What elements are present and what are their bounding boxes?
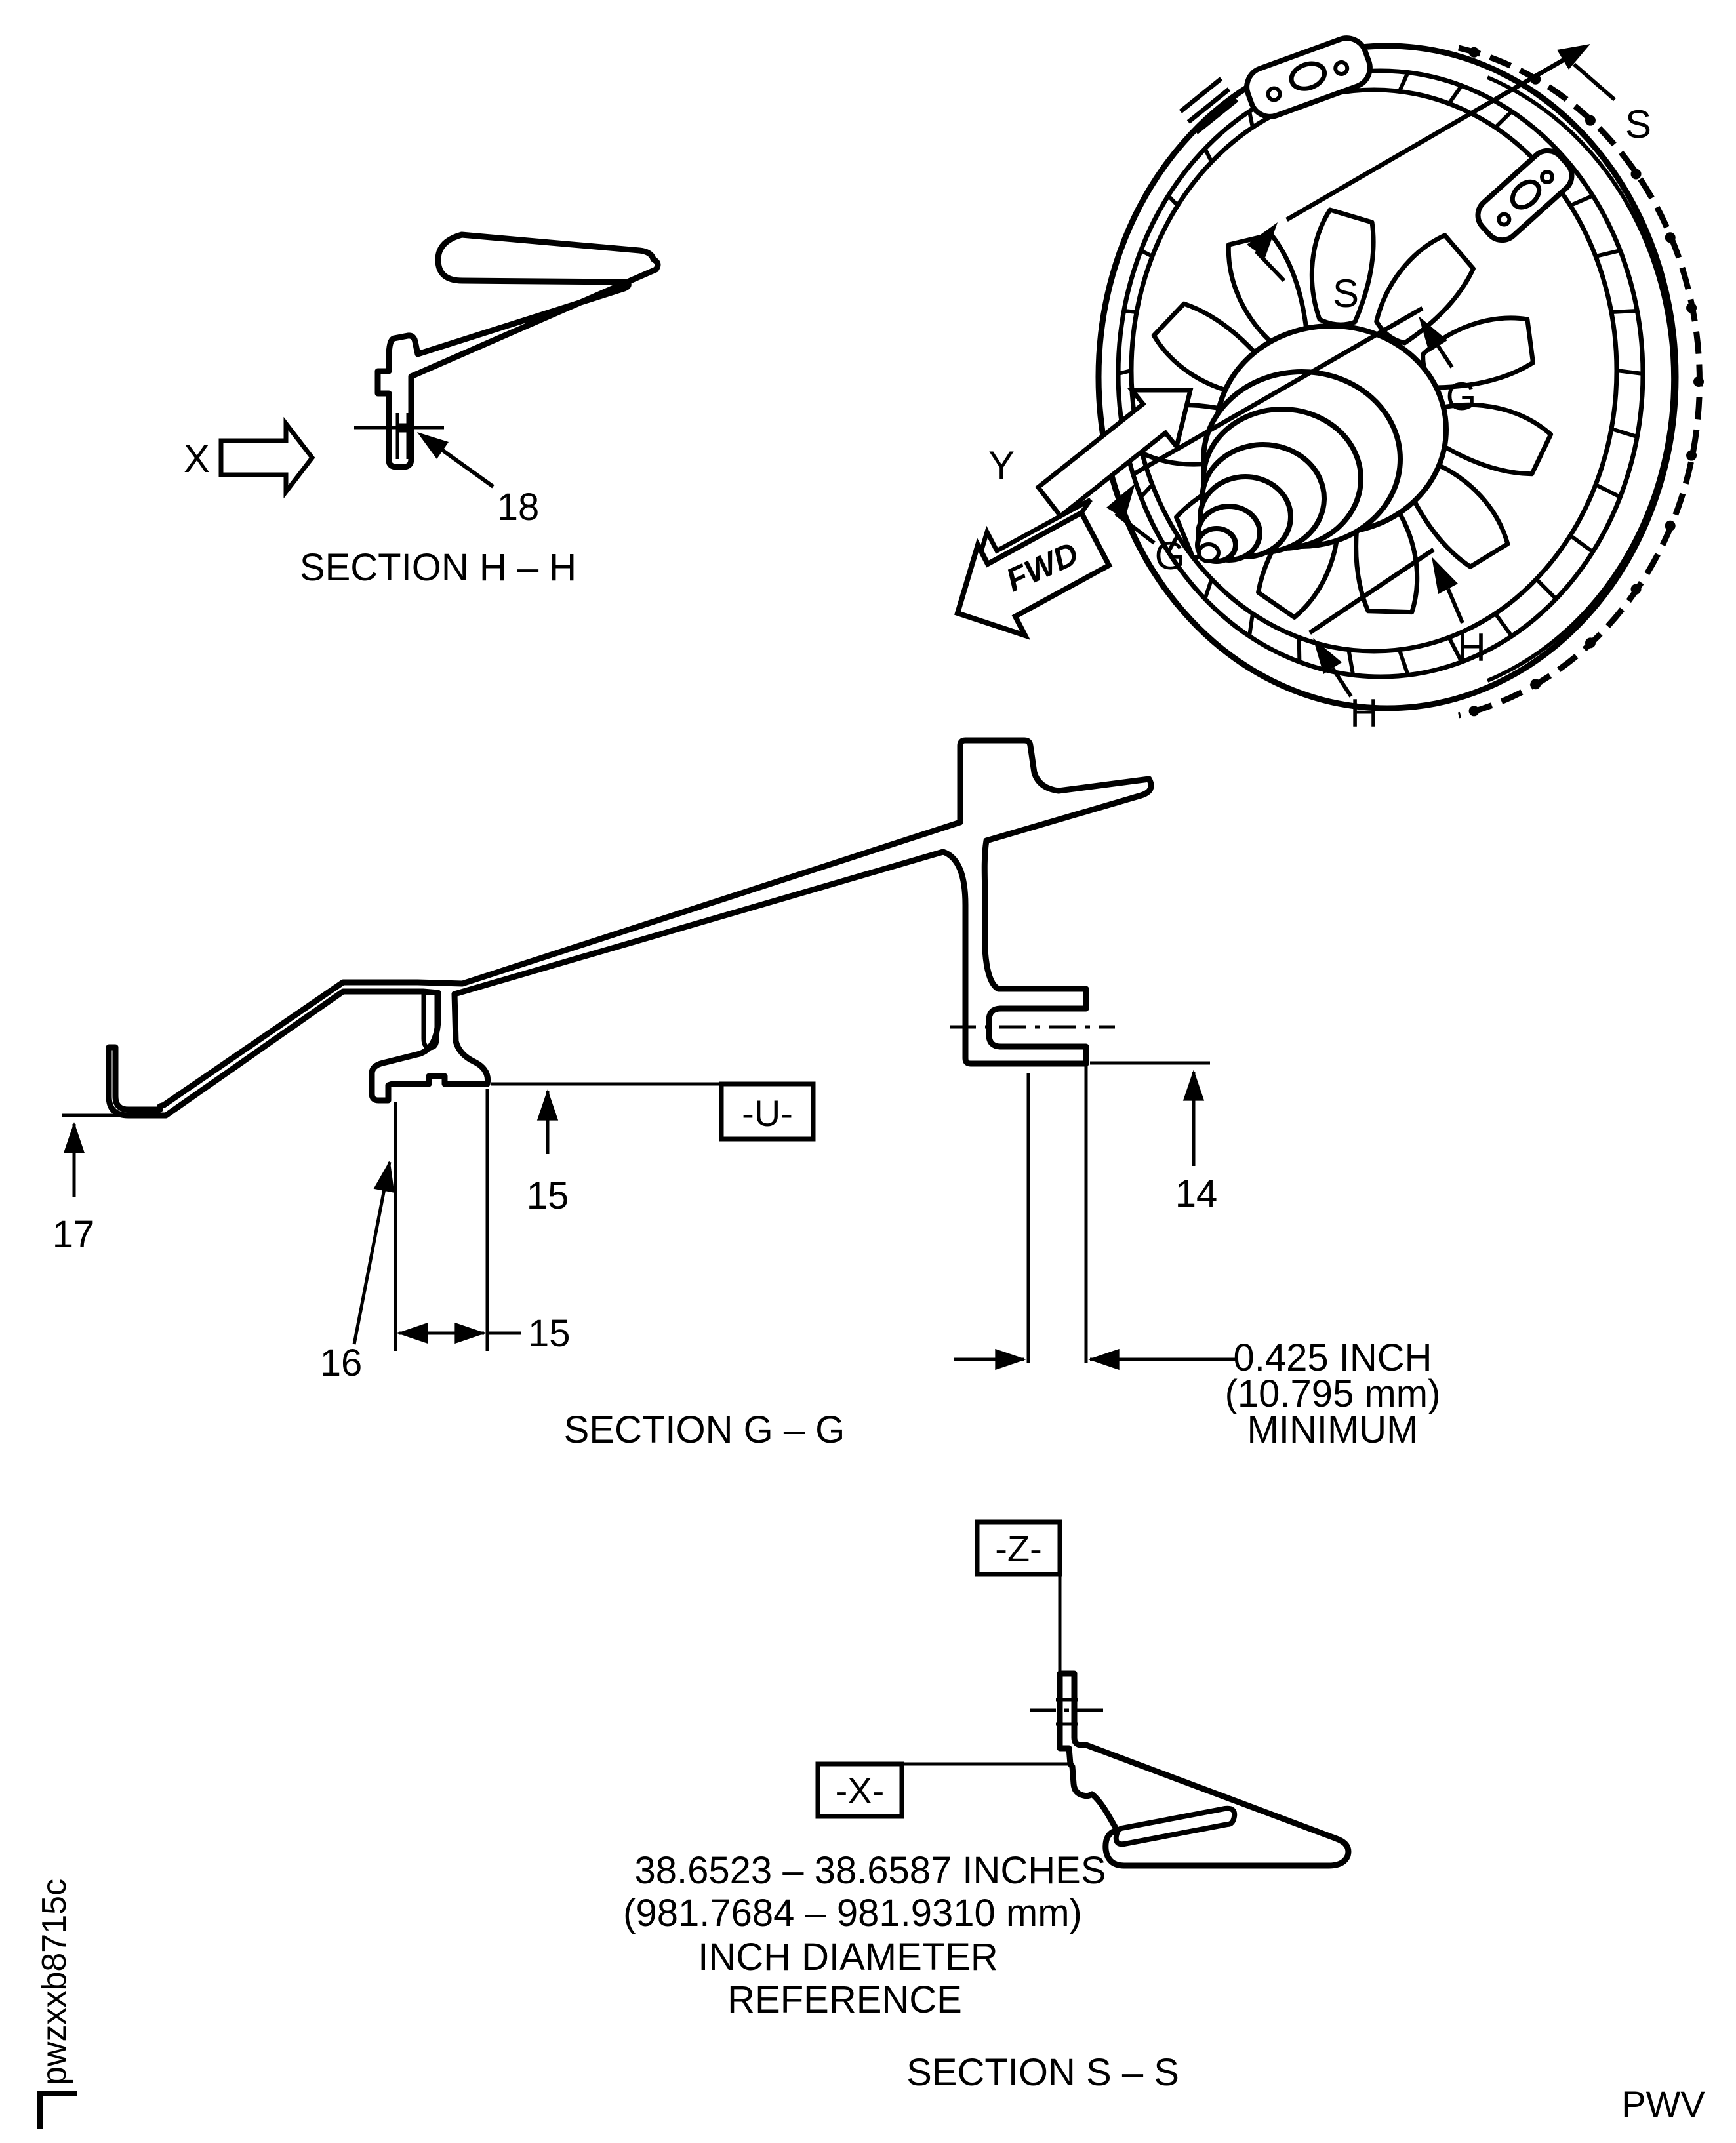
- g-lower-arrowhead-icon: [1106, 483, 1135, 519]
- page-code: PWV: [1621, 2083, 1705, 2125]
- s-mid-label: S: [1333, 271, 1359, 315]
- callout-17-label: 17: [52, 1213, 95, 1256]
- h-lower-arrowhead-icon: [1313, 638, 1342, 674]
- fan-assembly-view: S S G G H H Y: [954, 35, 1704, 735]
- hub-spinner-cone: [1195, 323, 1449, 564]
- view-direction-y-arrow: Y: [988, 388, 1194, 519]
- h-right-arrowhead-icon: [1432, 557, 1458, 594]
- min-dim-line3: MINIMUM: [1247, 1409, 1419, 1451]
- section-h-view: X 18 SECTION H – H: [184, 231, 661, 589]
- flag-x-label: -X-: [836, 1770, 885, 1811]
- g-right-arrowhead-icon: [1419, 316, 1447, 352]
- section-s-part-profile: [1057, 1670, 1352, 1869]
- callout-14-label: 14: [1175, 1172, 1218, 1215]
- flange-inner-arc: [1486, 75, 1676, 683]
- section-line-s-s: S S: [1247, 44, 1651, 315]
- flag-z-box: [975, 1519, 1062, 1577]
- section-h-part-profile: [374, 231, 661, 470]
- diameter-dim-line2: (981.7684 – 981.9310 mm): [623, 1892, 1082, 1934]
- blade-root-tab-detail: [421, 993, 439, 1051]
- diameter-dim-line4: REFERENCE: [727, 1978, 962, 2021]
- fan-outer-shroud: [1095, 43, 1679, 711]
- mounting-lug-top: [1244, 35, 1373, 119]
- callout-16-label: 16: [320, 1342, 363, 1384]
- callout-15-upper-label: 15: [527, 1174, 569, 1217]
- view-direction-x-arrow: [218, 416, 315, 499]
- diameter-dim-line1: 38.6523 – 38.6587 INCHES: [634, 1849, 1106, 1892]
- view-y-label: Y: [988, 443, 1015, 487]
- callout-16-leader: [352, 1160, 395, 1345]
- section-h-caption: SECTION H – H: [300, 546, 576, 589]
- section-s-view: -Z- -X- 38.6523 – 38.6587 INCHES (981.76…: [623, 1519, 1352, 2094]
- h-lower-label: H: [1350, 691, 1378, 735]
- g-lower-label: G: [1155, 534, 1186, 578]
- section-line-h-h: H H: [1308, 548, 1486, 735]
- section-s-slot-hole: [1113, 1805, 1238, 1847]
- section-g-part-profile: [106, 737, 1154, 1119]
- section-g-caption: SECTION G – G: [564, 1409, 845, 1451]
- mounting-lug-right: [1475, 148, 1575, 243]
- section-line-g-g: G G: [1106, 306, 1477, 578]
- callout-18-leader: [432, 441, 495, 489]
- figure-identifier: pwzxxb8715c: [35, 1879, 77, 2129]
- identifier-code: pwzxxb8715c: [35, 1879, 73, 2085]
- flange-bolt-dots: [1468, 47, 1704, 717]
- g-right-label: G: [1446, 374, 1477, 418]
- s-upper-label: S: [1625, 102, 1651, 146]
- callout-18-label: 18: [497, 486, 540, 529]
- section-g-view: 17 -U- 15 15 16 14 0.425 INCH (10.795 mm…: [52, 737, 1441, 1451]
- flag-x-box: [815, 1761, 904, 1819]
- view-x-label: X: [184, 437, 210, 481]
- min-dim-line1: 0.425 INCH: [1233, 1336, 1432, 1379]
- s-upper-arrowhead-icon: [1557, 44, 1590, 70]
- fwd-direction-arrow: FWD: [954, 497, 1113, 640]
- callout-18-arrowhead-icon: [417, 432, 449, 459]
- flag-z-label: -Z-: [995, 1528, 1042, 1569]
- flag-u-box: [719, 1081, 816, 1142]
- diameter-dim-line3: INCH DIAMETER: [698, 1936, 998, 1978]
- s-mid-arrowhead-icon: [1247, 222, 1278, 258]
- section-s-caption: SECTION S – S: [906, 2051, 1179, 2094]
- flag-u-label: -U-: [742, 1092, 793, 1134]
- identifier-corner-bracket: [37, 2091, 77, 2129]
- min-dim-line2: (10.795 mm): [1225, 1372, 1441, 1415]
- top-left-hatch-detail: [1179, 77, 1239, 134]
- callout-15-lower-label: 15: [528, 1312, 571, 1355]
- h-right-label: H: [1457, 626, 1485, 670]
